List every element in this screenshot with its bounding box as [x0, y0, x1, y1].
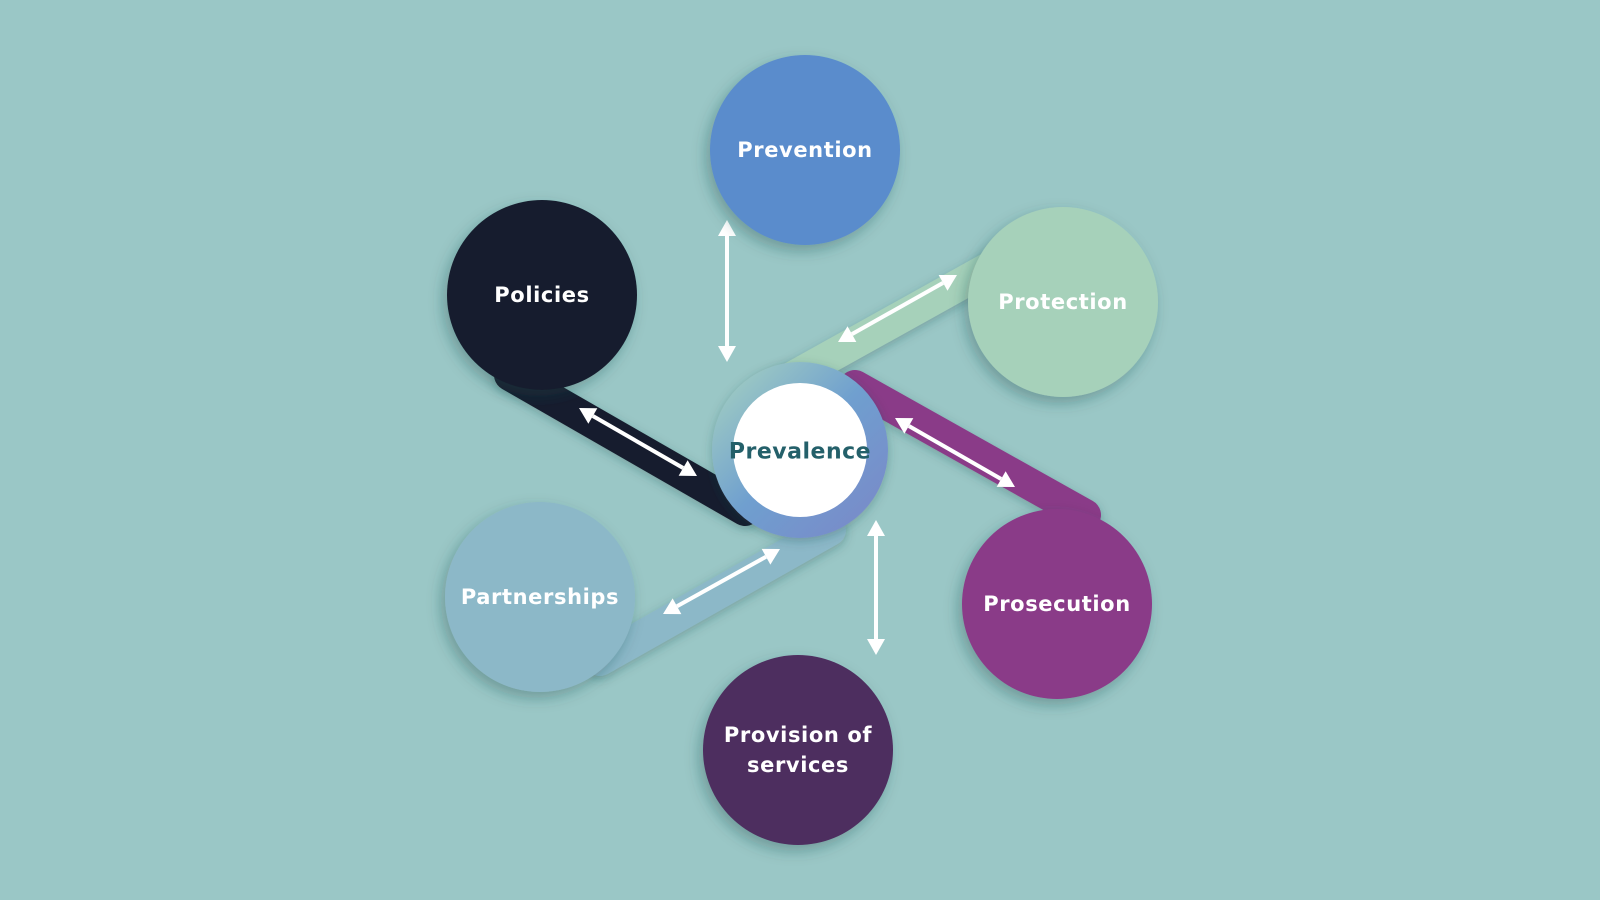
- node-label-policies: Policies: [494, 283, 589, 307]
- outer-nodes: PreventionProtectionProsecutionProvision…: [445, 55, 1158, 845]
- node-label-protection: Protection: [998, 290, 1128, 314]
- node-circle-provision-of-services: [703, 655, 893, 845]
- center-label: Prevalence: [729, 440, 871, 465]
- connector-band-prosecution: [839, 370, 1101, 531]
- node-label-prevention: Prevention: [737, 138, 873, 162]
- node-policies: Policies: [447, 200, 637, 390]
- connector-bands: [494, 144, 1101, 756]
- node-protection: Protection: [968, 207, 1158, 397]
- arrow-provision-of-services: [867, 520, 885, 655]
- node-prosecution: Prosecution: [962, 509, 1152, 699]
- arrow-partnerships: [663, 548, 780, 615]
- node-circle-protection: [968, 207, 1158, 397]
- node-provision-of-services: Provision of services: [703, 655, 893, 845]
- connector-arrows: [579, 220, 1015, 655]
- node-prevention: Prevention: [710, 55, 900, 245]
- connector-band-partnerships: [584, 514, 846, 676]
- node-label-provision-of-services: services: [747, 753, 849, 777]
- center-hub: Prevalence: [712, 362, 888, 538]
- arrow-policies: [579, 408, 697, 476]
- node-label-provision-of-services: Provision of: [724, 723, 872, 747]
- arrow-prevention: [718, 220, 736, 362]
- node-circle-prosecution: [962, 509, 1152, 699]
- arrow-prosecution: [895, 418, 1015, 487]
- connector-band-policies: [494, 359, 761, 526]
- node-circle-prevention: [710, 55, 900, 245]
- node-partnerships: Partnerships: [445, 502, 635, 692]
- node-circle-policies: [447, 200, 637, 390]
- node-label-partnerships: Partnerships: [461, 585, 619, 609]
- arrow-protection: [838, 275, 957, 342]
- node-label-prosecution: Prosecution: [983, 592, 1131, 616]
- node-circle-partnerships: [445, 502, 635, 692]
- center-core: [733, 383, 867, 517]
